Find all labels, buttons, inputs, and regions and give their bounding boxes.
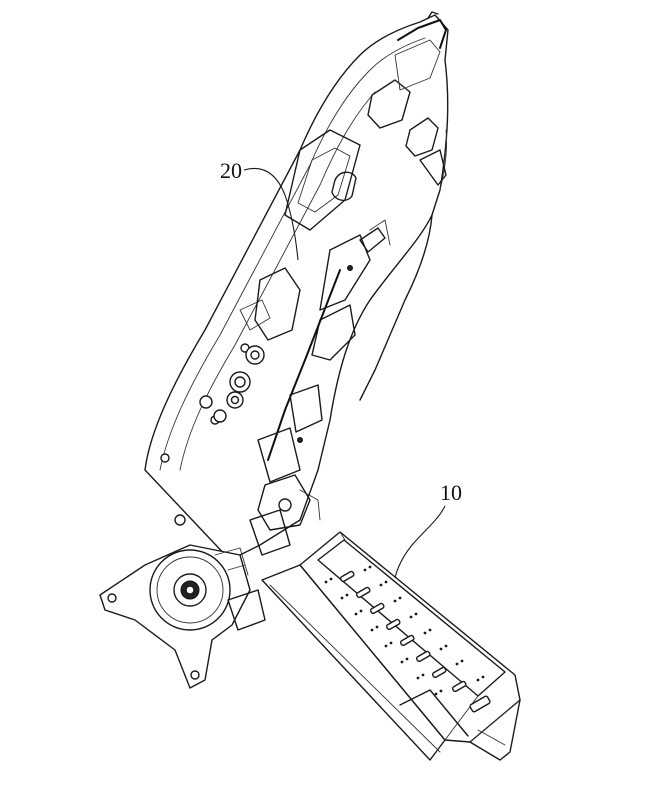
leader-line-20	[243, 168, 299, 261]
recliner-linkage	[249, 219, 391, 556]
callout-10: 10	[394, 480, 462, 579]
callout-20: 20	[220, 158, 299, 261]
perforation-pattern	[324, 565, 491, 713]
mounting-bosses	[199, 345, 265, 423]
seatback-frame	[99, 11, 449, 689]
seat-cushion-panel	[261, 531, 521, 761]
reference-label-20: 20	[220, 158, 242, 183]
recliner-hub	[99, 544, 266, 689]
leader-line-10	[394, 505, 446, 579]
reference-label-10: 10	[440, 480, 462, 505]
